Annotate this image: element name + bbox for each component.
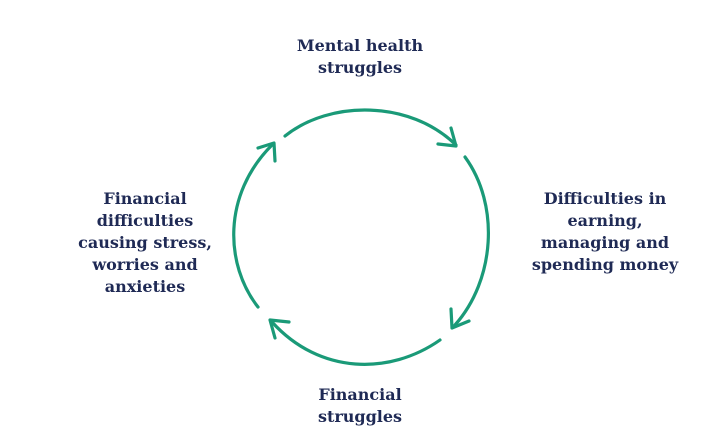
- node-mental-health-struggles: Mental health struggles: [296, 36, 424, 77]
- arc-top: [283, 108, 458, 147]
- arrowhead-bottom: [268, 318, 291, 340]
- arc-left: [232, 143, 274, 309]
- arrowhead-right: [449, 307, 471, 330]
- node-financial-struggles: Financial struggles: [317, 385, 403, 426]
- arc-bottom: [270, 320, 442, 366]
- arrowhead-left: [256, 141, 277, 163]
- arrowhead-top: [436, 126, 458, 148]
- arc-right: [453, 155, 490, 327]
- node-financial-difficulties-stress: Financial difficulties causing stress, w…: [78, 189, 212, 296]
- node-difficulties-with-money: Difficulties in earning, managing and sp…: [531, 189, 679, 274]
